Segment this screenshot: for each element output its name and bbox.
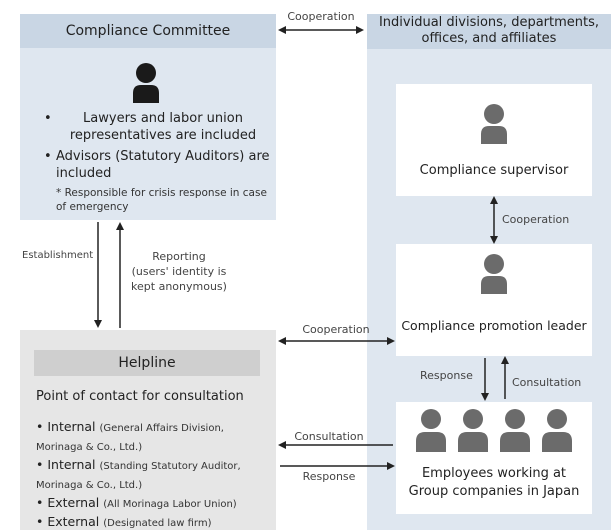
employees-label-line1: Employees working at [421,466,567,481]
helpline-item-2: • Internal (Standing Statutory Auditor, … [36,457,241,491]
helpline-items: • Internal (General Affairs Division, Mo… [36,418,272,532]
committee-bullet-1: • Lawyers and labor union representative… [44,111,257,143]
employees-group-icon [416,409,572,452]
helpline-item-3: • External (All Morinaga Labor Union) [36,495,237,510]
label-response-bottom: Response [302,470,356,483]
helpline-title: Helpline [118,355,176,371]
divisions-title-line2: offices, and affiliates [421,31,557,46]
employees-label: Employees working at Group companies in … [396,465,592,501]
committee-note: * Responsible for crisis response in cas… [56,187,267,213]
compliance-committee-header: Compliance Committee [20,14,276,48]
committee-person-icon [133,63,159,103]
label-response-right: Response [420,369,473,382]
label-reporting-line3: kept anonymous) [131,280,227,293]
label-reporting: Reporting (users' identity is kept anony… [124,249,234,294]
label-reporting-line2: (users' identity is [131,265,227,278]
helpline-subtitle: Point of contact for consultation [36,389,244,404]
helpline-header: Helpline [34,350,260,376]
label-cooperation-top: Cooperation [287,10,355,23]
promotion-leader-person-icon [481,254,507,294]
label-establishment: Establishment [22,250,94,261]
employees-label-line2: Group companies in Japan [408,484,580,499]
helpline-item-1: • Internal (General Affairs Division, Mo… [36,419,224,453]
supervisor-label: Compliance supervisor [419,163,569,178]
divisions-header: Individual divisions, departments, offic… [367,14,611,49]
helpline-item-4: • External (Designated law firm) [36,514,212,529]
compliance-committee-title: Compliance Committee [65,23,231,39]
divisions-title-line1: Individual divisions, departments, [378,15,600,30]
supervisor-person-icon [481,104,507,144]
label-cooperation-mid: Cooperation [302,323,370,336]
label-consultation-bottom: Consultation [294,430,364,443]
compliance-committee-panel [20,14,276,220]
label-consultation-right: Consultation [512,376,582,389]
label-reporting-line1: Reporting [152,250,206,263]
committee-bullet-2: • Advisors (Statutory Auditors) are incl… [44,149,270,181]
label-cooperation-right: Cooperation [502,213,570,226]
promotion-leader-label: Compliance promotion leader [401,318,587,333]
